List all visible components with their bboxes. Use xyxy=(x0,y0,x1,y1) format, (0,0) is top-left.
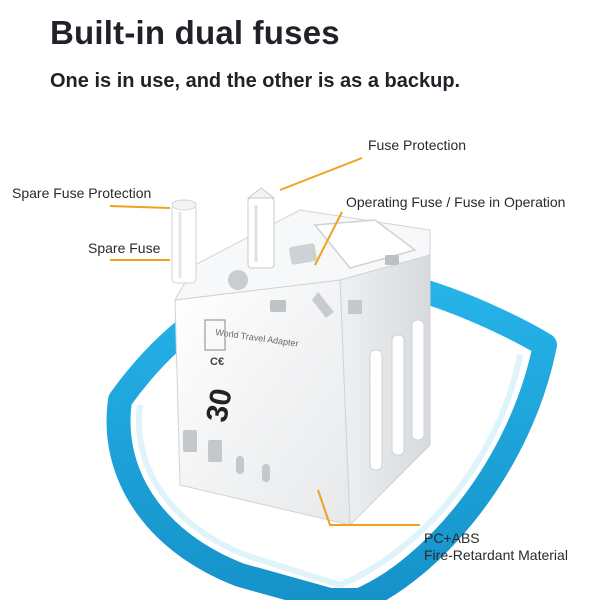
cert-marks xyxy=(204,319,226,351)
socket-slot xyxy=(289,243,317,265)
usb-port xyxy=(183,430,197,452)
callout-spare-fuse-protection: Spare Fuse Protection xyxy=(12,185,152,201)
ce-fcc-marks: C€ xyxy=(210,356,224,368)
callout-material-line2: Fire-Retardant Material xyxy=(424,547,568,563)
callout-spare-fuse: Spare Fuse xyxy=(88,240,161,256)
callout-material-line1: PC+ABS xyxy=(424,530,480,546)
plug-slider xyxy=(391,334,405,456)
brand-logo-text: 30 xyxy=(200,386,238,425)
plug-slider xyxy=(369,349,383,471)
socket-slot xyxy=(385,255,399,265)
operating-fuse xyxy=(247,197,275,269)
callout-operating-fuse: Operating Fuse / Fuse in Operation xyxy=(346,194,566,210)
socket-hole xyxy=(228,270,248,290)
usb-port-top xyxy=(270,300,286,312)
headline: Built-in dual fuses xyxy=(50,14,340,51)
callout-fuse-protection: Fuse Protection xyxy=(368,137,467,153)
socket-square xyxy=(348,300,362,314)
spare-fuse xyxy=(171,204,197,284)
socket-x xyxy=(312,292,334,318)
plug-slider xyxy=(411,319,425,441)
usb-port xyxy=(208,440,222,462)
subheadline: One is in use, and the other is as a bac… xyxy=(50,70,461,92)
usb-c-port xyxy=(236,456,244,474)
leader-lines xyxy=(109,157,420,526)
usb-c-port xyxy=(262,464,270,482)
adapter-front-face xyxy=(174,279,351,526)
